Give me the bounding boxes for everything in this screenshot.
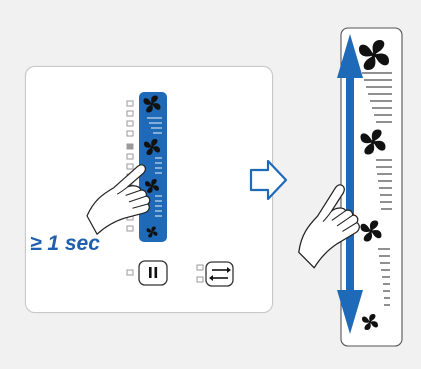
pause-button[interactable] [126,260,168,286]
arrow-right-outline-icon [249,159,288,201]
double-headed-arrow-icon [337,34,363,334]
enlarged-fan-scale [340,27,403,347]
level-indicator-column [126,100,134,232]
swap-button[interactable] [196,261,234,287]
pause-icon [149,267,158,278]
hold-duration-caption: ≥ 1 sec [30,232,100,255]
swap-arrows-icon [209,267,231,281]
